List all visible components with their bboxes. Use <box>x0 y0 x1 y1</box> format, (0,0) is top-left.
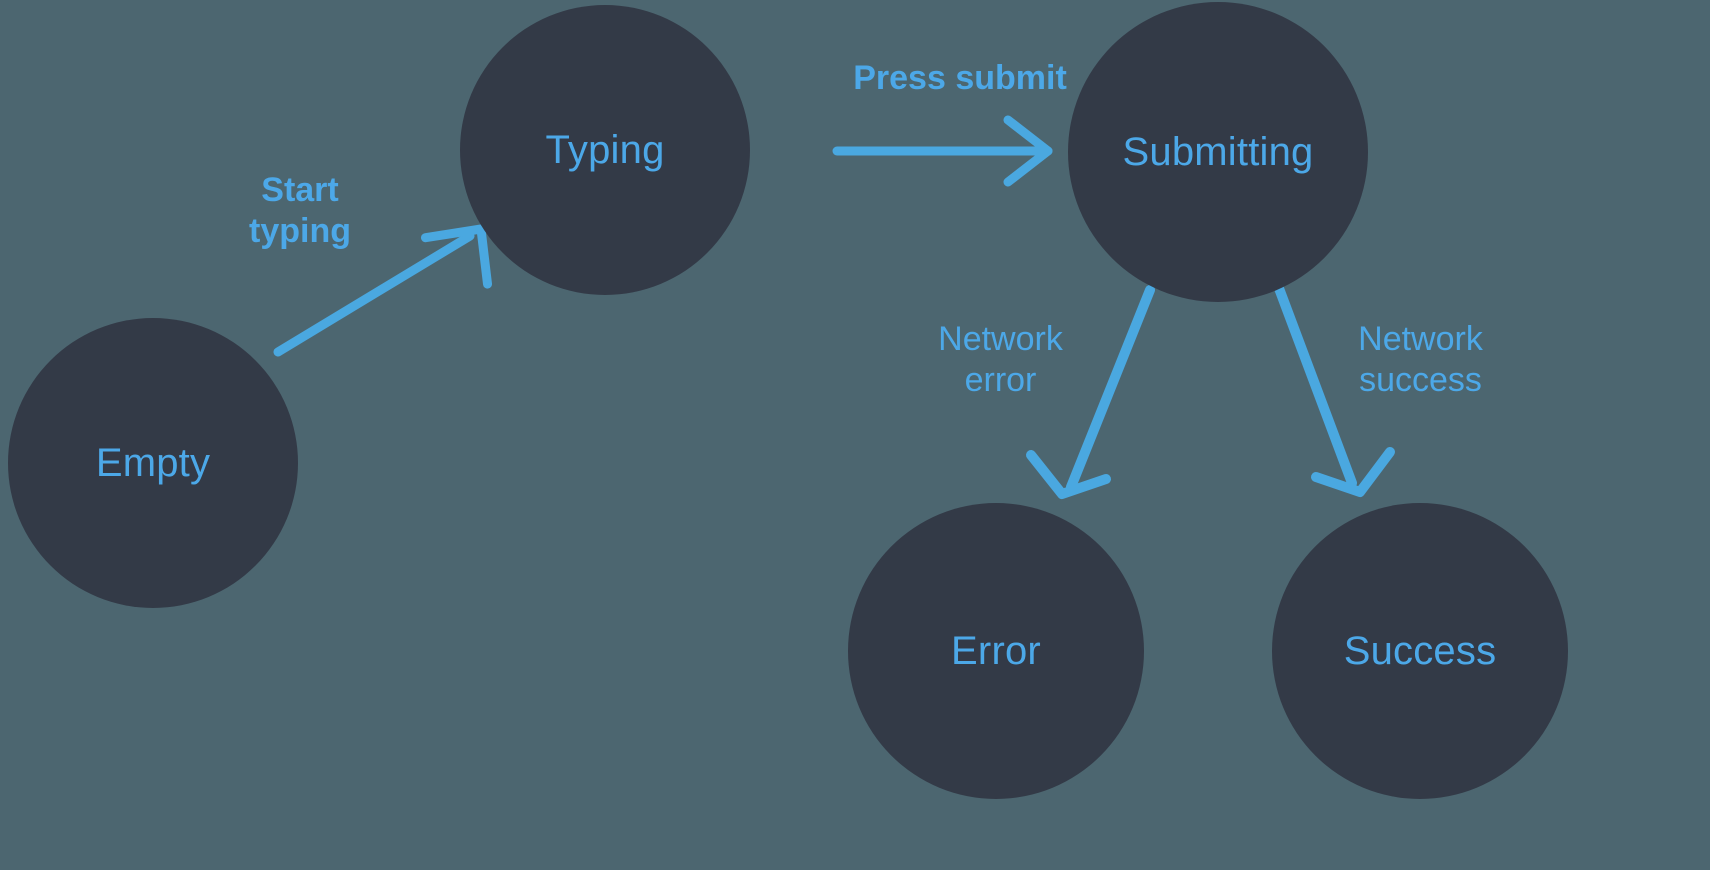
state-node-typing[interactable]: Typing <box>460 5 750 295</box>
state-node-success-label: Success <box>1343 629 1497 673</box>
edge-network-success-arrowhead <box>1311 447 1395 497</box>
state-node-empty[interactable]: Empty <box>8 318 298 608</box>
edge-label-network-error: Network error <box>938 320 1063 400</box>
state-node-submitting-label: Submitting <box>1122 130 1314 174</box>
edge-label-press-submit: Press submit <box>853 59 1067 97</box>
edge-network-success <box>1272 278 1395 497</box>
edge-start-typing <box>273 224 493 357</box>
state-node-success[interactable]: Success <box>1272 503 1568 799</box>
state-node-empty-label: Empty <box>95 441 211 485</box>
edge-start-typing-line <box>273 231 475 357</box>
edge-label-start-typing: Start typing <box>249 171 351 251</box>
state-node-error-label: Error <box>951 629 1041 673</box>
edge-label-network-success: Network success <box>1358 320 1483 400</box>
edge-start-typing-arrowhead <box>420 224 493 289</box>
edge-press-submit <box>832 115 1053 187</box>
state-node-typing-label: Typing <box>545 128 665 172</box>
edge-network-success-line <box>1272 278 1357 488</box>
state-node-error[interactable]: Error <box>848 503 1144 799</box>
edge-network-error <box>1026 285 1155 499</box>
state-node-submitting[interactable]: Submitting <box>1068 2 1368 302</box>
edge-network-error-line <box>1066 285 1155 492</box>
edge-press-submit-arrowhead <box>1003 115 1053 187</box>
edge-network-error-arrowhead <box>1026 450 1111 499</box>
